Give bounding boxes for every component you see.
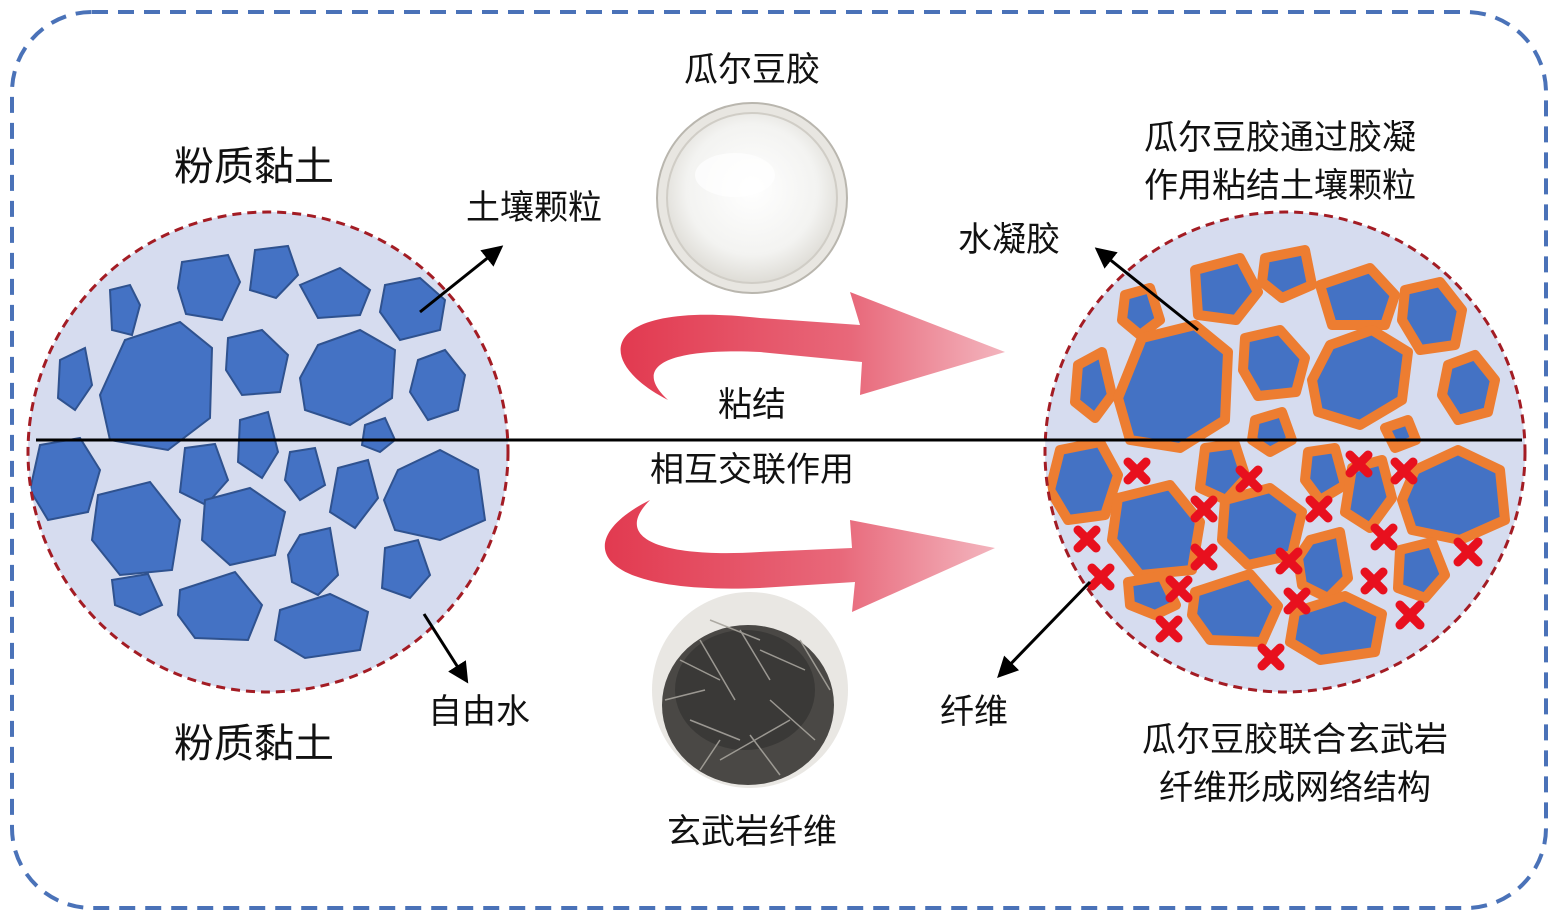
soil-particle — [273, 592, 370, 660]
crosslink-x — [1370, 523, 1398, 551]
soil-particle — [178, 442, 230, 507]
soil-particle — [283, 446, 327, 502]
coated-particle — [1238, 325, 1310, 401]
soil-particle — [110, 572, 164, 617]
coated-particle — [1257, 245, 1317, 303]
crosslink-x — [1155, 615, 1183, 643]
bonding-arrow — [620, 292, 1005, 400]
soil-particle — [108, 283, 142, 337]
soil-particle — [176, 253, 242, 322]
crosslink-x — [1345, 450, 1373, 478]
crosslink-x — [1257, 643, 1285, 671]
basalt-fiber-label: 玄武岩纤维 — [667, 812, 837, 852]
silty-clay-label-top: 粉质黏土 — [174, 144, 334, 190]
soil-particle — [248, 244, 300, 300]
crosslink-x — [1395, 600, 1425, 630]
crosslink-x — [1235, 465, 1263, 493]
soil-particle — [298, 328, 397, 427]
coated-particle — [1315, 263, 1400, 330]
soil-particle — [200, 486, 287, 567]
coated-particle — [1307, 325, 1413, 430]
soil-particle — [56, 346, 94, 412]
crosslink-x — [1283, 587, 1311, 615]
basalt-fiber-image — [652, 592, 848, 788]
coated-particle — [1217, 483, 1307, 570]
hydrogel-label: 水凝胶 — [958, 220, 1060, 260]
outer-dashed-frame — [10, 10, 1548, 910]
coated-particle — [1437, 350, 1500, 425]
coated-particle — [1300, 443, 1350, 505]
fiber-label: 纤维 — [940, 692, 1008, 732]
crosslinking-label: 相互交联作用 — [650, 450, 854, 490]
soil-particle — [378, 276, 447, 342]
soil-particles-pointer — [419, 245, 504, 314]
coated-particle — [1393, 537, 1450, 603]
crosslink-x — [1190, 495, 1218, 523]
coated-particle — [1113, 320, 1233, 453]
coated-particle — [1107, 480, 1205, 580]
soil-particle — [360, 416, 397, 454]
soil-particle — [90, 480, 182, 577]
coated-particle — [1187, 569, 1283, 647]
soil-particles-label: 土壤颗粒 — [466, 188, 602, 228]
coated-particle — [1247, 407, 1297, 457]
soil-particle — [224, 328, 290, 397]
guar-gum-powder-image — [656, 102, 848, 294]
soil-particle — [98, 320, 214, 452]
right-top-caption-line2: 作用粘结土壤颗粒 — [1144, 166, 1416, 206]
right-top-caption-line1: 瓜尔豆胶通过胶凝 — [1144, 118, 1416, 158]
crosslink-x — [1453, 537, 1483, 567]
crosslink-x — [1305, 495, 1333, 523]
right-bottom-caption-line2: 纤维形成网络结构 — [1159, 768, 1431, 808]
crosslink-x — [1073, 525, 1101, 553]
coated-particle — [1397, 277, 1467, 355]
soil-particle — [298, 266, 372, 320]
coated-particle — [1070, 347, 1117, 423]
crosslink-x — [1390, 457, 1418, 485]
soil-particle — [382, 448, 487, 542]
right-treated-soil-circle — [1043, 210, 1527, 694]
crosslink-x — [1087, 563, 1115, 591]
coated-particle — [1045, 440, 1123, 525]
crosslink-x — [1275, 547, 1303, 575]
bonding-label: 粘结 — [718, 385, 786, 425]
coated-particle — [1285, 591, 1387, 665]
soil-particle — [380, 538, 432, 600]
crosslink-x — [1190, 543, 1218, 571]
crosslinking-arrow — [604, 500, 995, 612]
crosslink-markers — [1073, 450, 1483, 671]
hydrogel-pointer — [1094, 247, 1199, 332]
coated-particle — [1380, 415, 1421, 453]
guar-gum-label: 瓜尔豆胶 — [684, 50, 820, 90]
soil-particle — [328, 458, 380, 530]
crosslink-x — [1123, 457, 1151, 485]
coated-particle — [1397, 445, 1510, 545]
coated-particle — [1190, 253, 1263, 325]
free-water-pointer — [422, 613, 469, 684]
free-water-label: 自由水 — [428, 692, 530, 732]
coated-particle — [1340, 455, 1397, 533]
soil-particle — [408, 348, 467, 422]
soil-particle — [236, 410, 280, 480]
crosslink-x — [1360, 567, 1388, 595]
left-soil-circle — [26, 210, 510, 694]
soil-particle — [286, 526, 340, 597]
silty-clay-label-bottom: 粉质黏土 — [174, 721, 334, 767]
right-bottom-caption-line1: 瓜尔豆胶联合玄武岩 — [1142, 720, 1448, 760]
soil-particle — [176, 570, 264, 642]
coated-particle — [1123, 571, 1181, 620]
fiber-pointer — [997, 580, 1092, 679]
crosslink-x — [1165, 575, 1193, 603]
